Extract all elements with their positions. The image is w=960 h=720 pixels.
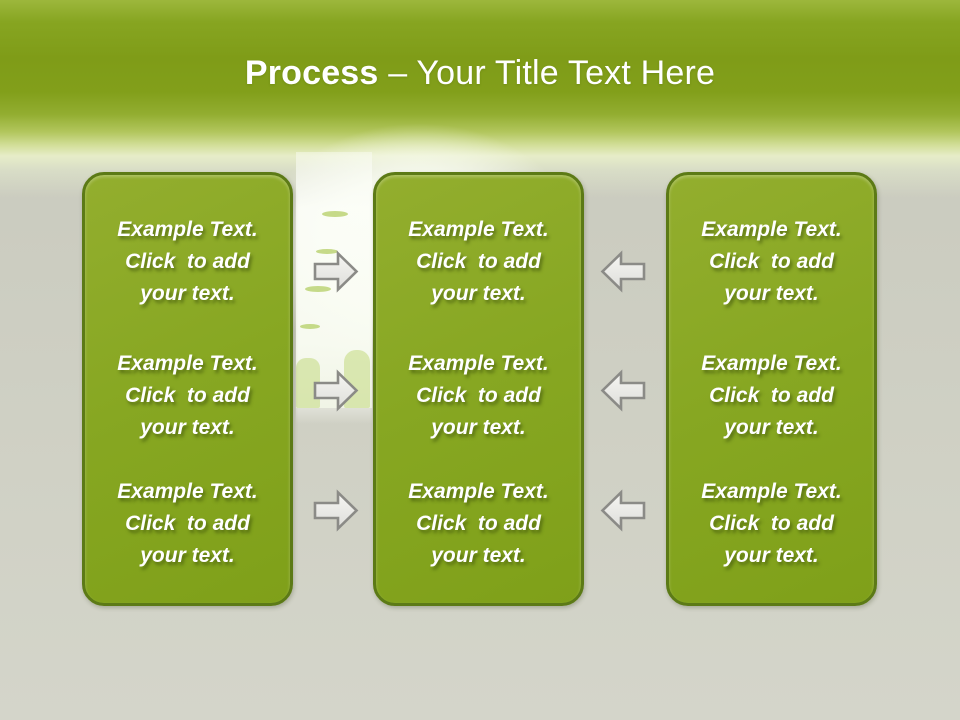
left-arrow-icon[interactable] — [600, 489, 646, 532]
text-placeholder[interactable]: Example Text. Click to add your text. — [117, 352, 258, 439]
text-placeholder[interactable]: Example Text. Click to add your text. — [117, 218, 258, 305]
background-leaf-dash — [300, 324, 320, 329]
left-arrow-icon[interactable] — [600, 369, 646, 412]
background-leaf-dash — [316, 249, 338, 254]
text-placeholder[interactable]: Example Text. Click to add your text. — [701, 218, 842, 305]
text-placeholder[interactable]: Example Text. Click to add your text. — [408, 480, 549, 567]
text-placeholder[interactable]: Example Text. Click to add your text. — [701, 352, 842, 439]
right-arrow-icon[interactable] — [313, 369, 359, 412]
title-keyword: Process — [244, 54, 379, 92]
text-placeholder[interactable]: Example Text. Click to add your text. — [408, 218, 549, 305]
text-placeholder[interactable]: Example Text. Click to add your text. — [408, 352, 549, 439]
background-leaf-dash — [305, 286, 331, 292]
page-title[interactable]: Process – Your Title Text Here — [0, 54, 960, 93]
text-placeholder[interactable]: Example Text. Click to add your text. — [701, 480, 842, 567]
process-box-middle[interactable]: Example Text. Click to add your text. Ex… — [373, 172, 584, 606]
background-leaf-dash — [322, 211, 348, 217]
text-placeholder[interactable]: Example Text. Click to add your text. — [117, 480, 258, 567]
background-horizon-line — [296, 408, 372, 424]
process-box-left[interactable]: Example Text. Click to add your text. Ex… — [82, 172, 293, 606]
right-arrow-icon[interactable] — [313, 250, 359, 293]
process-box-right[interactable]: Example Text. Click to add your text. Ex… — [666, 172, 877, 606]
title-separator: – — [388, 54, 408, 92]
title-subtitle: Your Title Text Here — [416, 54, 716, 92]
left-arrow-icon[interactable] — [600, 250, 646, 293]
right-arrow-icon[interactable] — [313, 489, 359, 532]
